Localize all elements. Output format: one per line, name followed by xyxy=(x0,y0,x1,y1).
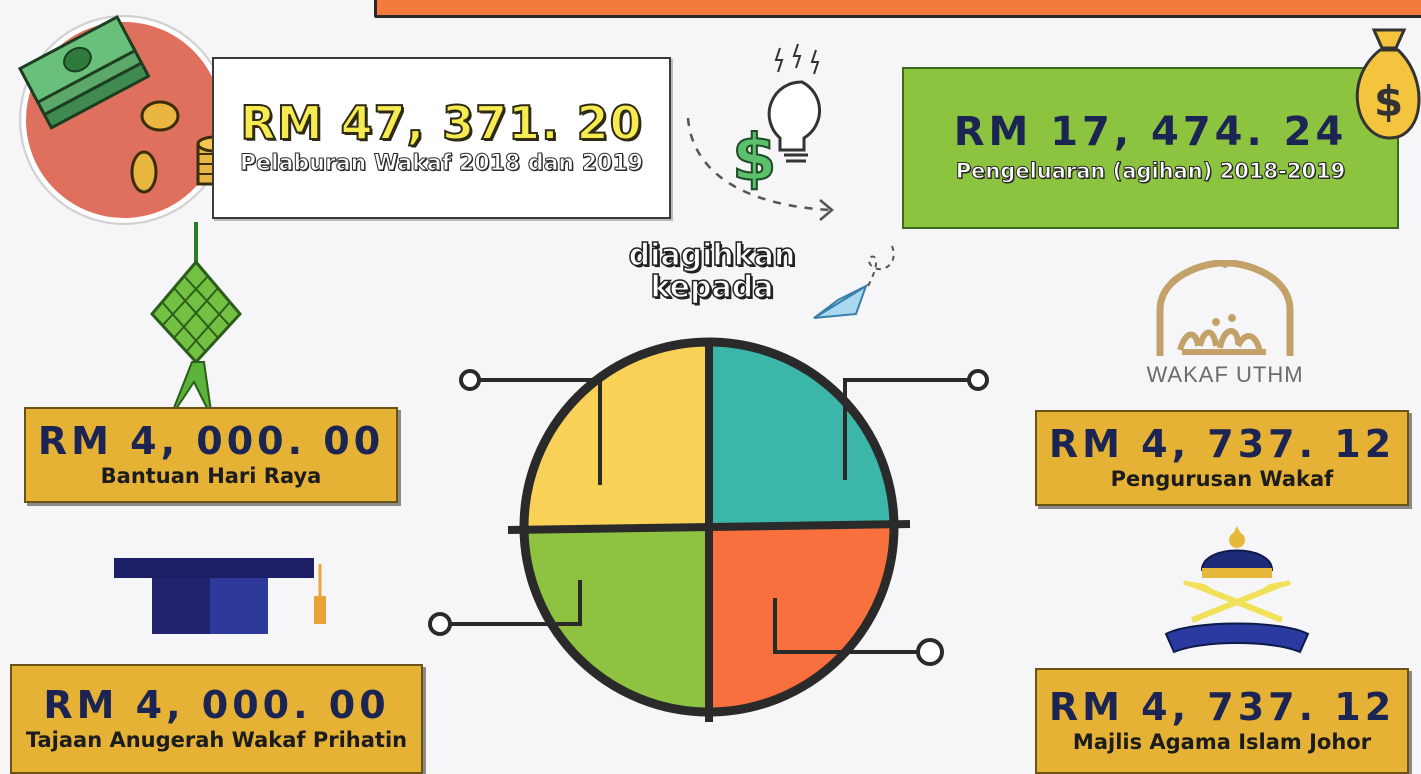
item-box-bantuan: RM 4, 000. 00 Bantuan Hari Raya xyxy=(24,407,398,503)
item-amount: RM 4, 000. 00 xyxy=(43,682,390,727)
svg-text:$: $ xyxy=(732,122,777,196)
investment-box: RM 47, 371. 20 Pelaburan Wakaf 2018 dan … xyxy=(212,57,671,219)
money-bag-icon: $ xyxy=(1352,20,1421,140)
wakaf-uthm-logo: WAKAF UTHM xyxy=(1120,259,1330,390)
distributed-to-text: diagihkan kepada xyxy=(612,238,812,305)
distributed-to-line1: diagihkan xyxy=(628,238,796,273)
item-box-pengurusan: RM 4, 737. 12 Pengurusan Wakaf xyxy=(1035,410,1409,506)
graduation-cap-icon xyxy=(112,556,332,636)
investment-amount: RM 47, 371. 20 xyxy=(239,95,643,150)
item-amount: RM 4, 000. 00 xyxy=(37,418,385,463)
paper-plane-icon xyxy=(808,236,908,326)
lightbulb-dollar-icon: $ xyxy=(680,40,850,230)
item-label: Tajaan Anugerah Wakaf Prihatin xyxy=(25,727,408,752)
ketupat-icon xyxy=(140,222,260,422)
svg-text:$: $ xyxy=(1374,77,1403,126)
expenditure-amount: RM 17, 474. 24 xyxy=(953,109,1348,156)
item-label: Pengurusan Wakaf xyxy=(1110,466,1334,491)
wakaf-uthm-text: WAKAF UTHM xyxy=(1146,362,1304,387)
distributed-to-line2: kepada xyxy=(650,269,774,305)
investment-label: Pelaburan Wakaf 2018 dan 2019 xyxy=(240,150,644,176)
expenditure-box: RM 17, 474. 24 Pengeluaran (agihan) 2018… xyxy=(902,67,1399,229)
top-banner xyxy=(374,0,1421,18)
item-box-tajaan: RM 4, 000. 00 Tajaan Anugerah Wakaf Prih… xyxy=(10,664,423,774)
item-box-maij: RM 4, 737. 12 Majlis Agama Islam Johor xyxy=(1035,668,1409,774)
item-amount: RM 4, 737. 12 xyxy=(1048,684,1396,729)
item-label: Bantuan Hari Raya xyxy=(100,463,322,488)
johor-crest-icon xyxy=(1162,524,1312,660)
pie-chart-icon xyxy=(420,330,1000,760)
item-label: Majlis Agama Islam Johor xyxy=(1072,729,1372,754)
item-amount: RM 4, 737. 12 xyxy=(1048,421,1396,466)
expenditure-label: Pengeluaran (agihan) 2018-2019 xyxy=(955,159,1346,184)
